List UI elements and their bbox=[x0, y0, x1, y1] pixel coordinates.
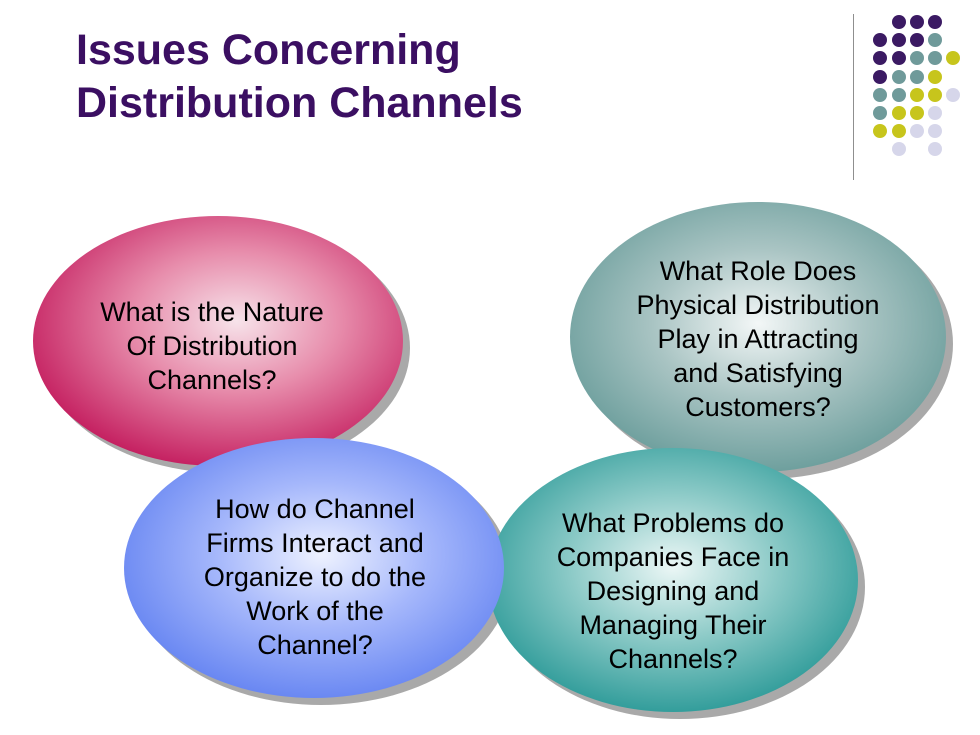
decorative-dot bbox=[892, 15, 906, 29]
bubble-problems-line-5: Channels? bbox=[608, 644, 738, 674]
decorative-dot bbox=[892, 70, 906, 84]
bubble-physical-line-4: and Satisfying bbox=[673, 358, 843, 388]
bubble-text-interact: How do Channel Firms Interact and Organi… bbox=[135, 492, 495, 662]
blue-bubble bbox=[124, 438, 504, 698]
decorative-dot bbox=[892, 51, 906, 65]
decorative-dot bbox=[910, 33, 924, 47]
bubble-interact-line-4: Work of the bbox=[246, 596, 384, 626]
decorative-dot bbox=[873, 70, 887, 84]
decorative-dot bbox=[910, 51, 924, 65]
decorative-dot bbox=[910, 106, 924, 120]
bubble-physical-line-1: What Role Does bbox=[659, 256, 857, 286]
decorative-dot bbox=[910, 88, 924, 102]
bubble-text-nature: What is the Nature Of Distribution Chann… bbox=[42, 295, 382, 397]
decorative-dot bbox=[928, 124, 942, 138]
bubble-problems-line-4: Managing Their bbox=[579, 610, 767, 640]
slide-title-line-1: Issues Concerning bbox=[76, 26, 461, 74]
decorative-dot bbox=[892, 33, 906, 47]
decorative-dot bbox=[928, 33, 942, 47]
decorative-dot bbox=[910, 70, 924, 84]
slide-title-line-2: Distribution Channels bbox=[76, 79, 523, 127]
decorative-dot bbox=[928, 88, 942, 102]
decorative-dot bbox=[946, 51, 960, 65]
decorative-dot-grid bbox=[873, 15, 960, 156]
decorative-dot bbox=[928, 15, 942, 29]
decorative-dot bbox=[892, 142, 906, 156]
decorative-dot bbox=[946, 88, 960, 102]
bubble-interact-line-1: How do Channel bbox=[215, 494, 415, 524]
decorative-dot bbox=[892, 88, 906, 102]
bubble-physical-line-2: Physical Distribution bbox=[636, 290, 880, 320]
pink-bubble bbox=[33, 216, 403, 466]
decorative-dot bbox=[928, 142, 942, 156]
decorative-dot bbox=[873, 51, 887, 65]
decorative-dot bbox=[928, 106, 942, 120]
bubble-text-physical-distribution: What Role Does Physical Distribution Pla… bbox=[578, 254, 938, 424]
decorative-divider bbox=[853, 14, 854, 180]
decorative-dot bbox=[928, 70, 942, 84]
bubble-nature-line-2: Of Distribution bbox=[126, 331, 298, 361]
decorative-dot bbox=[892, 106, 906, 120]
bubble-physical-line-5: Customers? bbox=[685, 392, 831, 422]
decorative-dot bbox=[873, 88, 887, 102]
bubble-problems-line-2: Companies Face in bbox=[556, 542, 790, 572]
bubble-nature-line-3: Channels? bbox=[147, 365, 277, 395]
teal-bubble bbox=[488, 448, 858, 712]
bubble-problems-line-3: Designing and bbox=[586, 576, 760, 606]
decorative-dot bbox=[873, 33, 887, 47]
bubble-text-problems: What Problems do Companies Face in Desig… bbox=[493, 506, 853, 676]
bubble-interact-line-3: Organize to do the bbox=[203, 562, 427, 592]
decorative-dot bbox=[928, 51, 942, 65]
bubble-nature-line-1: What is the Nature bbox=[100, 297, 324, 327]
bubble-physical-line-3: Play in Attracting bbox=[657, 324, 859, 354]
bubble-problems-line-1: What Problems do bbox=[561, 508, 785, 538]
bubble-interact-line-5: Channel? bbox=[257, 630, 373, 660]
slide-title: Issues Concerning Distribution Channels bbox=[76, 24, 776, 130]
decorative-dot bbox=[873, 124, 887, 138]
decorative-dot bbox=[892, 124, 906, 138]
gray-teal-bubble bbox=[570, 202, 946, 472]
bubble-interact-line-2: Firms Interact and bbox=[206, 528, 424, 558]
decorative-dot bbox=[910, 15, 924, 29]
decorative-dot bbox=[873, 106, 887, 120]
decorative-dot bbox=[910, 124, 924, 138]
